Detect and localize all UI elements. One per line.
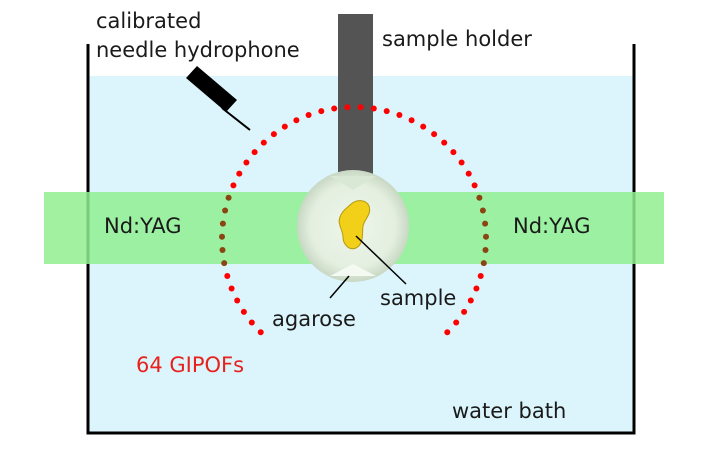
fiber-dot — [222, 207, 229, 214]
gipofs-label: 64 GIPOFs — [136, 353, 244, 377]
needle-hydrophone-icon — [186, 66, 251, 131]
fiber-dot — [225, 194, 232, 201]
fiber-dot — [476, 194, 483, 201]
fiber-dot — [441, 139, 448, 146]
fiber-dot — [461, 308, 468, 315]
fiber-dot — [293, 117, 300, 124]
water-bath-label: water bath — [452, 399, 566, 423]
holder-notch-bottom — [330, 264, 376, 276]
fiber-dot — [420, 123, 427, 130]
fiber-dot — [257, 329, 264, 336]
fiber-dot — [482, 247, 489, 253]
sample-label: sample — [380, 286, 456, 310]
fiber-dot — [230, 182, 237, 189]
fiber-dot — [483, 233, 489, 240]
fiber-dot — [473, 285, 480, 292]
hydrophone-label-line2: needle hydrophone — [96, 38, 300, 62]
fiber-dot — [467, 297, 474, 304]
agarose-label: agarose — [272, 307, 356, 331]
fiber-dot — [219, 233, 225, 240]
fiber-dot — [370, 105, 377, 112]
fiber-dot — [236, 170, 243, 177]
fiber-dot — [248, 319, 255, 326]
fiber-dot — [251, 149, 258, 156]
fiber-dot — [243, 159, 250, 166]
fiber-dot — [465, 170, 472, 177]
fiber-dot — [270, 131, 277, 138]
fiber-dot — [480, 260, 487, 267]
fiber-dot — [431, 131, 438, 138]
fiber-dot — [482, 220, 489, 227]
fiber-dot — [344, 104, 351, 111]
fiber-dot — [357, 104, 364, 111]
fiber-dot — [228, 285, 235, 292]
fiber-dot — [260, 139, 267, 146]
laser-left-label: Nd:YAG — [104, 214, 182, 238]
fiber-dot — [408, 117, 415, 124]
sample-shape — [338, 200, 371, 250]
fiber-ring — [219, 104, 489, 336]
fiber-dot — [453, 319, 460, 326]
hydrophone-label-line1: calibrated — [96, 9, 201, 33]
fiber-dot — [383, 108, 390, 115]
fiber-dot — [305, 112, 312, 118]
fiber-dot — [471, 182, 478, 189]
fiber-dot — [219, 220, 226, 227]
fiber-dot — [240, 308, 247, 315]
fiber-dot — [450, 149, 457, 156]
sample-holder-rod — [338, 14, 373, 176]
fiber-dot — [219, 247, 226, 253]
fiber-dot — [224, 273, 231, 279]
agarose-pointer-line — [329, 275, 350, 299]
fiber-dot — [444, 329, 451, 336]
sample-holder-label: sample holder — [382, 27, 532, 51]
fiber-dot — [234, 297, 241, 304]
laser-right-label: Nd:YAG — [513, 214, 591, 238]
fiber-dot — [477, 273, 484, 279]
fiber-dot — [331, 105, 338, 112]
fiber-dot — [281, 123, 288, 130]
holder-notch-top — [330, 176, 376, 190]
fiber-dot — [396, 112, 403, 118]
sample-pointer-line — [355, 235, 407, 285]
fiber-dot — [479, 207, 486, 214]
fiber-dot — [458, 159, 465, 166]
fiber-dot — [318, 108, 325, 115]
fiber-dot — [221, 260, 228, 267]
